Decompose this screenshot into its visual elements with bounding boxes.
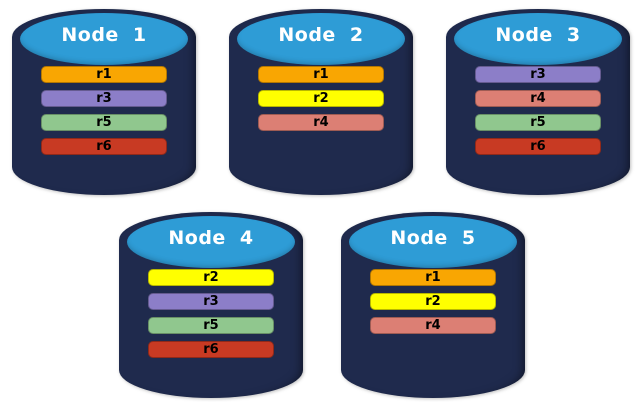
replica-label: r6 — [203, 342, 219, 357]
replica-label: r3 — [96, 91, 112, 106]
node-label: Node 2 — [278, 24, 364, 46]
node-5: Node 5 r1 r2 r4 — [341, 212, 525, 398]
replica-label: r3 — [203, 294, 219, 309]
replica-bar-r3: r3 — [41, 90, 167, 107]
replica-label: r1 — [425, 270, 441, 285]
replica-bar-r6: r6 — [148, 341, 274, 358]
replica-label: r5 — [96, 115, 112, 130]
node-1: Node 1 r1 r3 r5 r6 — [12, 9, 196, 195]
replica-list: r1 r2 r4 — [370, 269, 496, 334]
replica-list: r1 r2 r4 — [258, 66, 384, 131]
node-label: Node 1 — [61, 24, 147, 46]
replica-bar-r4: r4 — [258, 114, 384, 131]
cylinder-top-ellipse — [237, 13, 405, 65]
replica-label: r2 — [203, 270, 219, 285]
replica-bar-r3: r3 — [148, 293, 274, 310]
replica-bar-r6: r6 — [41, 138, 167, 155]
node-3: Node 3 r3 r4 r5 r6 — [446, 9, 630, 195]
replica-label: r4 — [530, 91, 546, 106]
replica-bar-r5: r5 — [475, 114, 601, 131]
replica-label: r5 — [203, 318, 219, 333]
replica-bar-r2: r2 — [258, 90, 384, 107]
node-2: Node 2 r1 r2 r4 — [229, 9, 413, 195]
cylinder-top-ellipse — [127, 216, 295, 268]
node-label: Node 4 — [168, 227, 254, 249]
replica-label: r1 — [313, 67, 329, 82]
replica-bar-r1: r1 — [370, 269, 496, 286]
replica-bar-r3: r3 — [475, 66, 601, 83]
replica-bar-r5: r5 — [148, 317, 274, 334]
replica-label: r2 — [425, 294, 441, 309]
replica-bar-r2: r2 — [370, 293, 496, 310]
replica-label: r4 — [313, 115, 329, 130]
replica-label: r3 — [530, 67, 546, 82]
replica-bar-r6: r6 — [475, 138, 601, 155]
replica-bar-r4: r4 — [370, 317, 496, 334]
replica-list: r2 r3 r5 r6 — [148, 269, 274, 358]
replica-bar-r1: r1 — [258, 66, 384, 83]
cylinder-top-ellipse — [20, 13, 188, 65]
replica-bar-r2: r2 — [148, 269, 274, 286]
cylinder-top-ellipse — [349, 216, 517, 268]
node-label: Node 5 — [390, 227, 476, 249]
replica-label: r2 — [313, 91, 329, 106]
cylinder-top-ellipse — [454, 13, 622, 65]
replica-label: r6 — [96, 139, 112, 154]
replica-label: r5 — [530, 115, 546, 130]
replica-label: r4 — [425, 318, 441, 333]
replica-bar-r4: r4 — [475, 90, 601, 107]
replica-label: r6 — [530, 139, 546, 154]
node-label: Node 3 — [495, 24, 581, 46]
replica-bar-r5: r5 — [41, 114, 167, 131]
replica-label: r1 — [96, 67, 112, 82]
replica-list: r3 r4 r5 r6 — [475, 66, 601, 155]
replica-bar-r1: r1 — [41, 66, 167, 83]
replica-list: r1 r3 r5 r6 — [41, 66, 167, 155]
node-4: Node 4 r2 r3 r5 r6 — [119, 212, 303, 398]
